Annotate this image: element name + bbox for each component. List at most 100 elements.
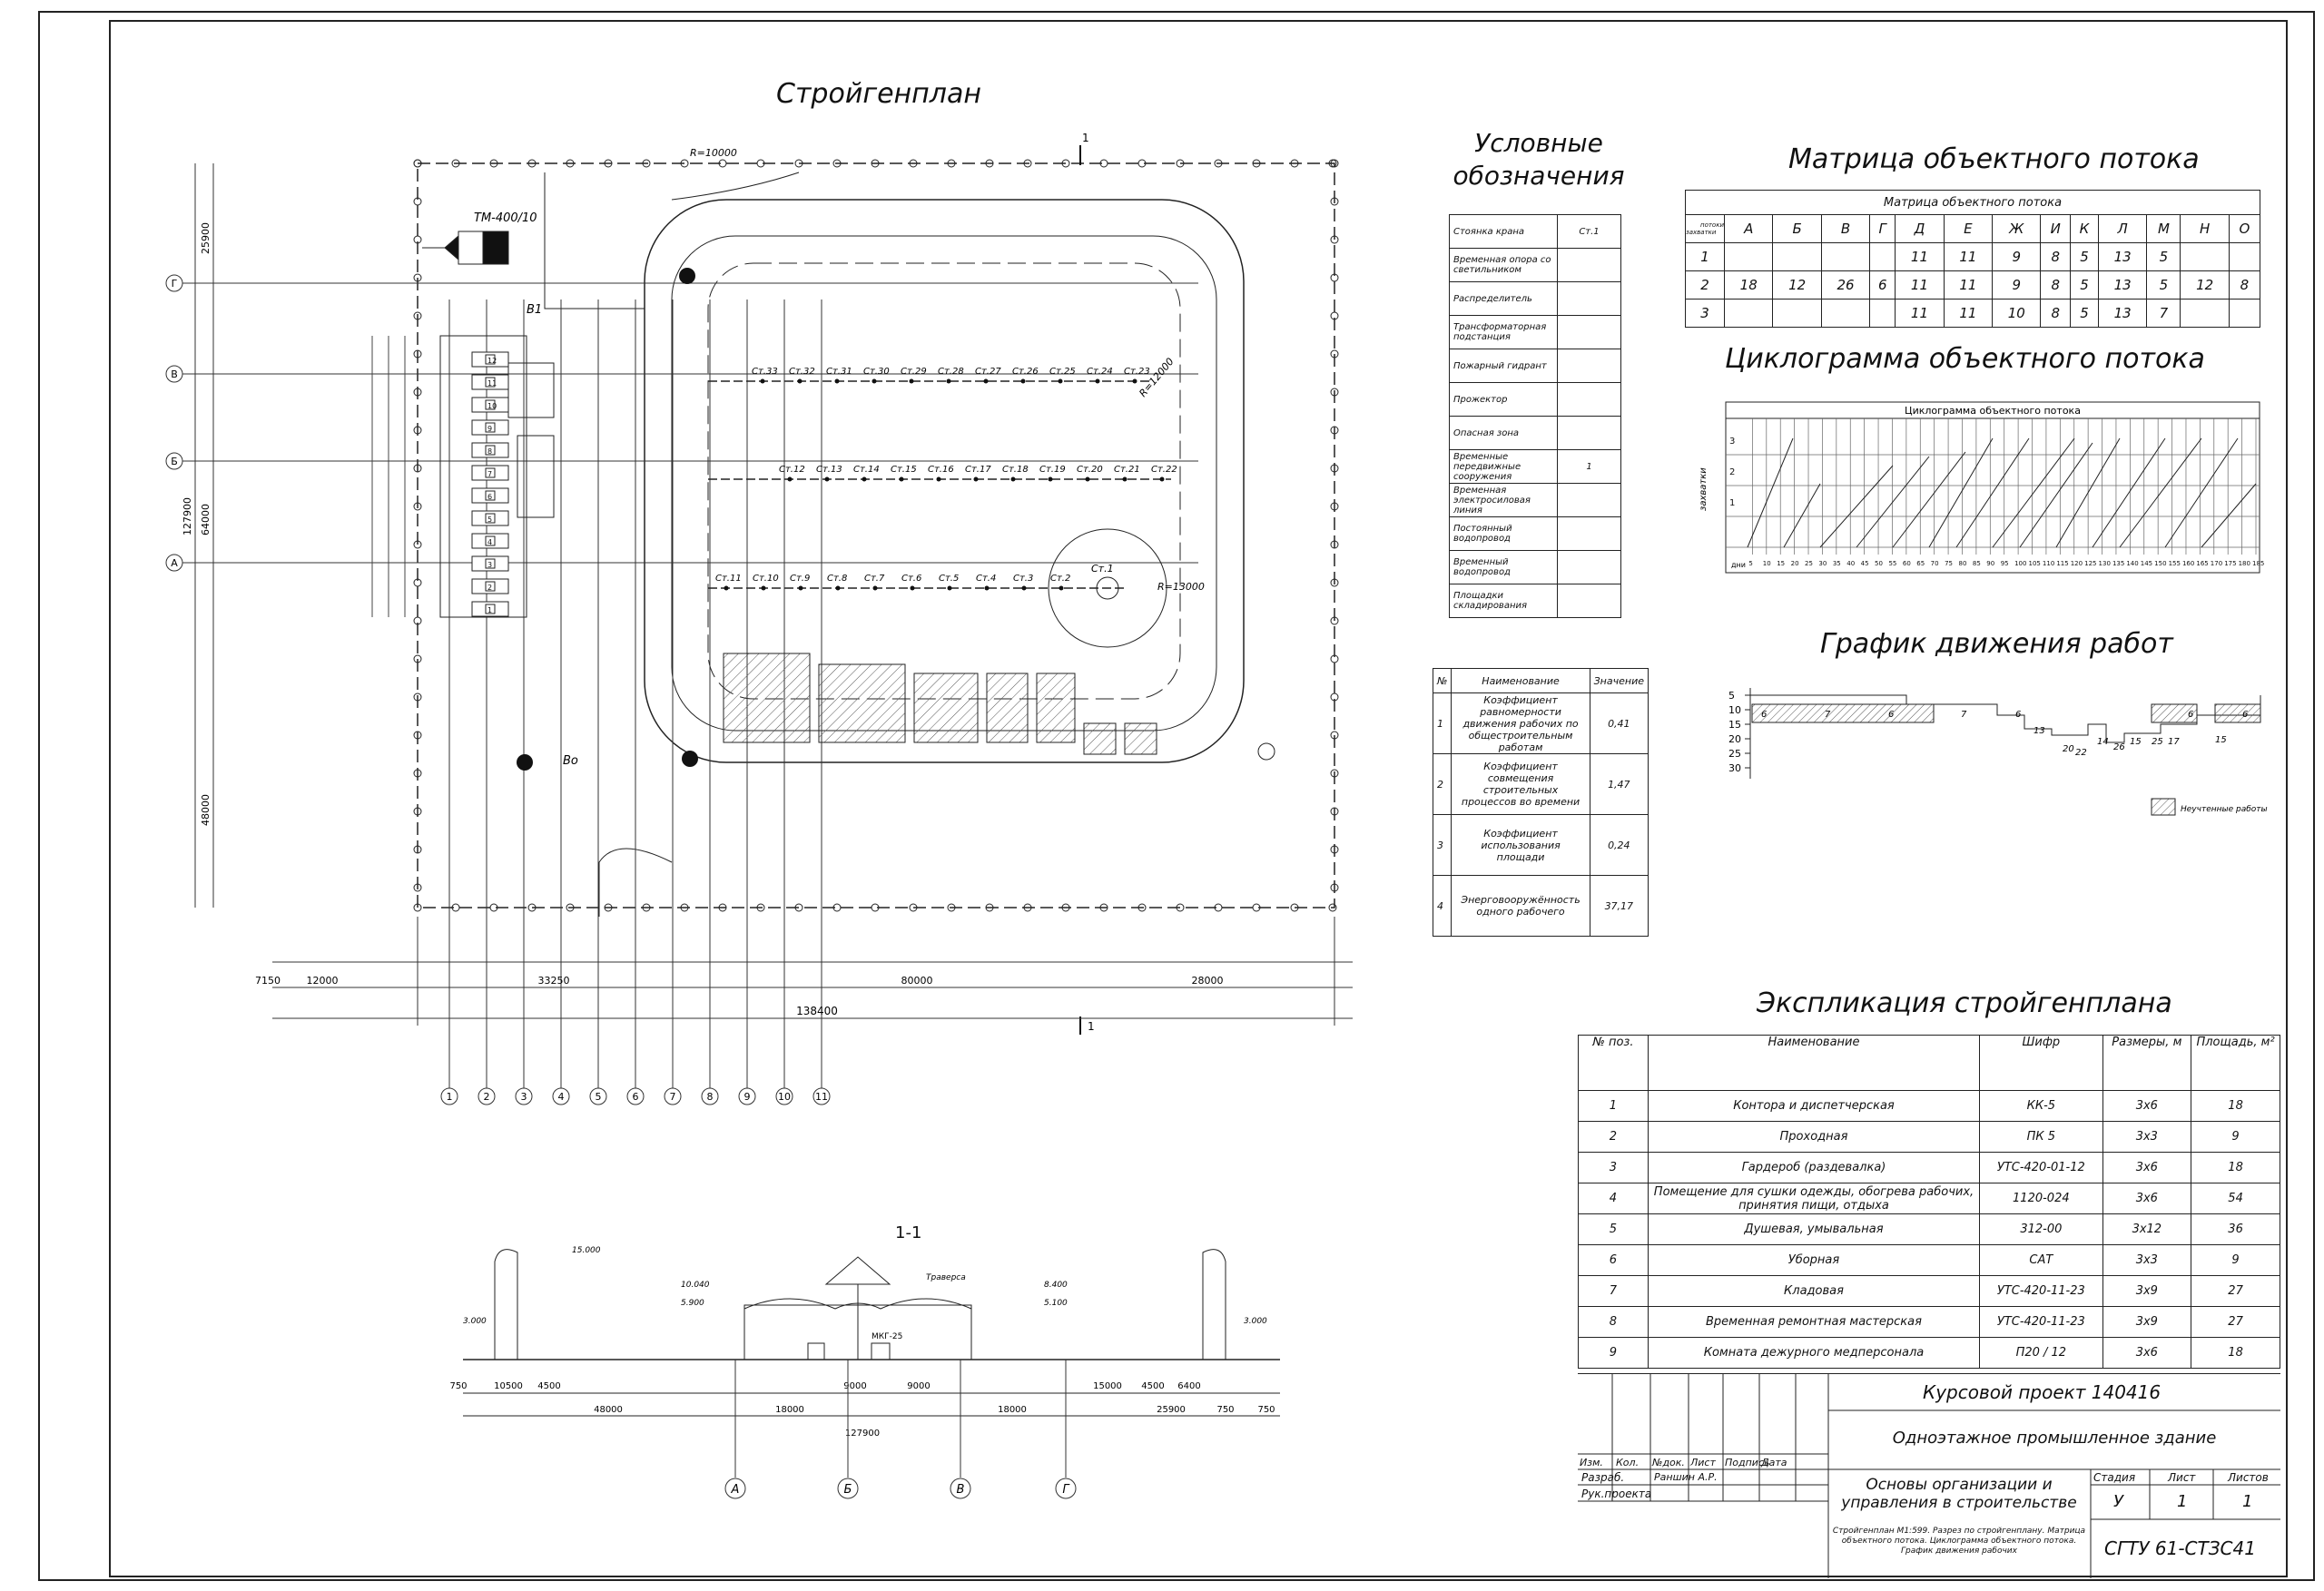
- temp-building-label: 10: [487, 402, 497, 410]
- fence-post: [413, 903, 422, 912]
- exp-header: № поз.: [1578, 1035, 1649, 1091]
- section-elevation: 10.040: [681, 1281, 710, 1290]
- legend-label: Распределитель: [1449, 281, 1558, 316]
- exp-size: 3x6: [2102, 1090, 2192, 1122]
- cyc-flow-line: [2055, 437, 2121, 548]
- crane-stand-point: [984, 585, 990, 591]
- crane-stand-label: Ст.8: [827, 574, 847, 584]
- crane-stand-point: [899, 476, 904, 482]
- fence-post: [871, 903, 880, 912]
- stamp-org: СГТУ 61-СТЗС41: [2104, 1537, 2256, 1559]
- matrix-row-label: 1: [1685, 242, 1725, 271]
- cyc-x-tick: 60: [1903, 560, 1911, 567]
- fence-post: [413, 273, 422, 282]
- legend-label: Стоянка крана: [1449, 214, 1558, 249]
- sched-label: 14: [2097, 737, 2109, 747]
- matrix-cell: [1723, 242, 1774, 271]
- cyc-x-tick: 150: [2154, 560, 2166, 567]
- fence-post: [1137, 159, 1147, 168]
- cyc-x-tick: 40: [1846, 560, 1855, 567]
- crane-stand-label: Ст.26: [1012, 367, 1039, 377]
- sched-label: 13: [2034, 726, 2045, 736]
- section-dim: 18000: [998, 1405, 1027, 1415]
- exp-area: 9: [2191, 1244, 2280, 1276]
- fence-post: [413, 654, 422, 663]
- cyc-flow-line: [2119, 437, 2202, 548]
- section-dim: 9000: [907, 1381, 930, 1391]
- section-dim: 4500: [537, 1381, 560, 1391]
- section-dim: 25900: [1157, 1405, 1186, 1415]
- section-elevation: 5.900: [681, 1299, 704, 1308]
- crane-stand-point: [1048, 476, 1053, 482]
- fence-post: [527, 903, 537, 912]
- legend-label: Временная опора со светильником: [1449, 248, 1558, 282]
- matrix-cell: 13: [2097, 270, 2148, 300]
- cyc-x-tick: 130: [2099, 560, 2111, 567]
- crane-stand-label: Ст.27: [975, 367, 1001, 377]
- ind-header: Наименование: [1451, 668, 1590, 693]
- exp-header: Размеры, м: [2102, 1035, 2192, 1091]
- section-axis-bubble: [1055, 1478, 1077, 1499]
- matrix-cell: 11: [1943, 299, 1994, 328]
- section-axis-bubble: [837, 1478, 859, 1499]
- matrix-col-header: Л: [2097, 214, 2148, 243]
- matrix-col-header: Б: [1772, 214, 1822, 243]
- axis-label-col: 7: [670, 1091, 676, 1103]
- sched-label: 7: [1825, 710, 1831, 720]
- fence-post: [413, 349, 422, 358]
- matrix-cell: 26: [1820, 270, 1871, 300]
- temp-building-tag: [485, 445, 496, 456]
- ind-num: 3: [1432, 814, 1452, 876]
- fence-post: [909, 903, 918, 912]
- exp-code: П20 / 12: [1979, 1337, 2103, 1369]
- temp-building-label: 9: [487, 425, 492, 433]
- bottom-total: 138400: [796, 1005, 838, 1017]
- fence-post: [1330, 540, 1339, 549]
- exp-name: Душевая, умывальная: [1647, 1213, 1981, 1245]
- temp-building-label: 6: [487, 493, 492, 501]
- exp-code: 312-00: [1979, 1213, 2103, 1245]
- legend-row: Временный водопровод: [1449, 550, 1621, 584]
- cyc-x-tick: 110: [2043, 560, 2054, 567]
- section-dim: 18000: [775, 1405, 804, 1415]
- axis-label-row: А: [171, 557, 178, 569]
- fence-post: [1252, 159, 1261, 168]
- ind-num: 2: [1432, 753, 1452, 815]
- section-dim: 15000: [1093, 1381, 1122, 1391]
- crane-stand-label: Ст.32: [789, 367, 815, 377]
- crane-stand-point: [872, 585, 878, 591]
- stamp-sheet: 1: [2177, 1492, 2188, 1511]
- matrix-cell: [2228, 242, 2261, 271]
- axis-label-col: 10: [778, 1091, 791, 1103]
- fence-post: [1330, 883, 1339, 892]
- crane-stand-point: [1159, 476, 1165, 482]
- cyc-x-tick: 105: [2029, 560, 2041, 567]
- exp-area: 27: [2191, 1275, 2280, 1307]
- matrix-col-header: Г: [1869, 214, 1896, 243]
- exp-name: Уборная: [1647, 1244, 1981, 1276]
- cyc-x-tick: 15: [1777, 560, 1785, 567]
- cyc-flow-line: [1992, 437, 2075, 548]
- cyc-flow-line: [1856, 456, 1930, 548]
- fence-post: [413, 769, 422, 778]
- exp-num: 6: [1578, 1244, 1649, 1276]
- section-dim: 9000: [843, 1381, 866, 1391]
- sched-y-tick: 25: [1728, 748, 1741, 760]
- ind-name: Энерговооружённость одного рабочего: [1451, 875, 1590, 937]
- matrix-col-header: М: [2146, 214, 2181, 243]
- crane-stand-point: [1010, 476, 1016, 482]
- axis-label-col: 9: [744, 1091, 751, 1103]
- legend-row: Прожектор: [1449, 382, 1621, 417]
- matrix-row-label: 3: [1685, 299, 1725, 328]
- crane-stand-point: [1095, 378, 1100, 384]
- matrix-cell: [2180, 242, 2230, 271]
- fence-post: [604, 903, 613, 912]
- crane-stand-point: [760, 378, 765, 384]
- matrix-cell: 10: [1992, 299, 2042, 328]
- crane-stand-label: Ст.25: [1049, 367, 1076, 377]
- crane-stand-point: [797, 378, 803, 384]
- cyc-x-tick: 100: [2014, 560, 2026, 567]
- axis-bubble-col: [515, 1087, 533, 1105]
